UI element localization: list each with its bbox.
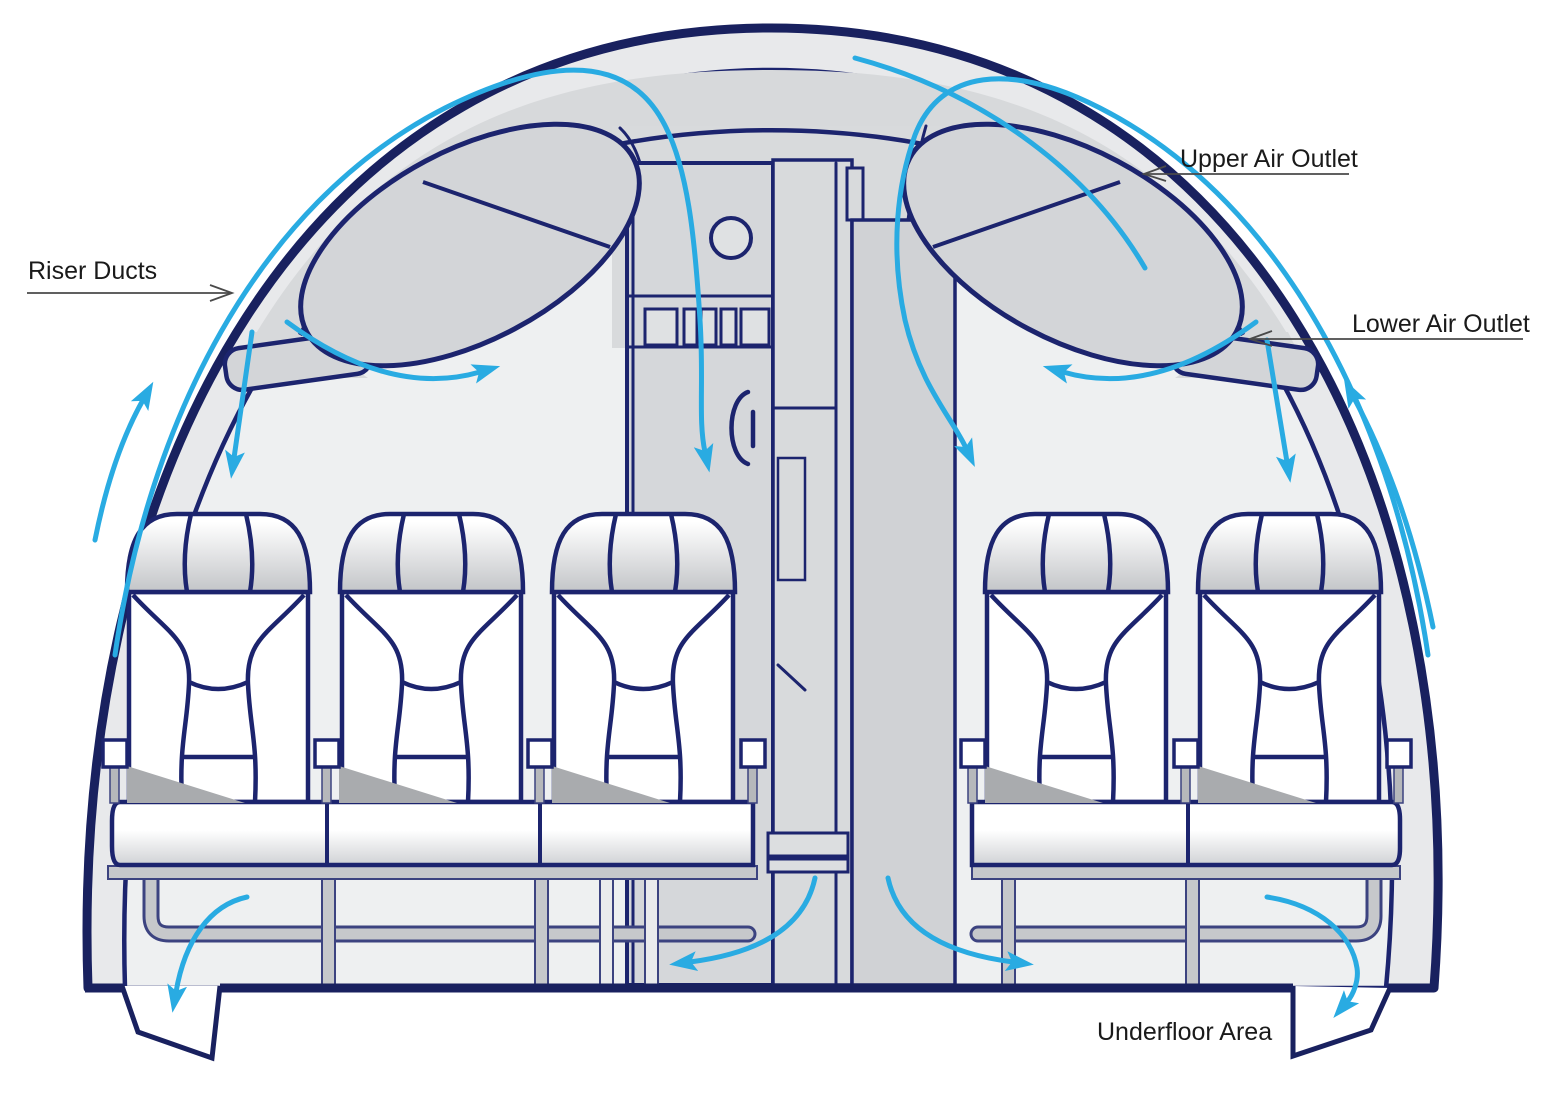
airflow-sweep-right (894, 76, 1431, 658)
underfloor-opening-right (1290, 986, 1393, 1060)
outlet-curve-arrow-right (1042, 319, 1259, 384)
label-riser-ducts: Riser Ducts (28, 257, 157, 285)
seat-shadows (127, 766, 1316, 803)
return-air-pipe-left (145, 870, 754, 940)
underfloor-arrow-right (1264, 894, 1360, 1018)
overhead-bin-left (298, 121, 642, 369)
outlet-down-arrow-left (225, 329, 255, 479)
ceiling-bracket-left (618, 126, 642, 165)
monument-column (850, 218, 957, 987)
leader-arrow-icon (1247, 330, 1273, 347)
door-vent-slats (643, 307, 771, 347)
annotations: Upper Air Outlet Lower Air Outlet Riser … (27, 145, 1530, 1046)
seat (552, 514, 735, 802)
seat-rail-right (971, 865, 1401, 880)
underfloor-arrow-left (167, 894, 250, 1013)
mid-panel-chamfer (776, 663, 807, 692)
galley-cart-bumpers (766, 831, 850, 874)
overhead-bins (222, 121, 1321, 393)
upper-outlet-stream-right (852, 55, 1148, 271)
label-upper-air-outlet: Upper Air Outlet (1180, 145, 1358, 173)
seat-understructure (107, 865, 1401, 986)
bin-crease-left (422, 180, 611, 249)
airflow-arrows (92, 55, 1436, 1018)
seat (340, 514, 523, 802)
airflow-sweep-left (112, 67, 714, 658)
leader-arrow-icon (1141, 165, 1167, 182)
return-air-pipe-right (972, 870, 1380, 940)
seat-rail-left (107, 865, 758, 880)
floor-return-right (885, 875, 1034, 972)
leader-arrow-icon (209, 284, 235, 302)
label-lower-air-outlet: Lower Air Outlet (1352, 310, 1530, 338)
mid-panel-tab (845, 166, 865, 222)
leader-lines (27, 165, 1523, 347)
label-underfloor-area: Underfloor Area (1097, 1018, 1272, 1046)
seat-bench-left (109, 799, 756, 868)
seat (127, 514, 310, 802)
seat-row-left (109, 514, 756, 868)
seat (985, 514, 1168, 802)
riser-flow-right (1344, 379, 1436, 630)
seat (1198, 514, 1381, 802)
riser-flow-left (92, 381, 154, 543)
outlet-down-arrow-right (1264, 337, 1296, 483)
floor-structure (85, 983, 1434, 1062)
armrests (101, 738, 1413, 769)
outlet-curve-arrow-left (284, 319, 501, 384)
underfloor-opening-left (119, 985, 223, 1062)
door-handle-icon (729, 389, 751, 467)
mid-panel-inset (776, 456, 807, 582)
lavatory-porthole (709, 216, 753, 260)
floor-return-left (669, 875, 818, 972)
